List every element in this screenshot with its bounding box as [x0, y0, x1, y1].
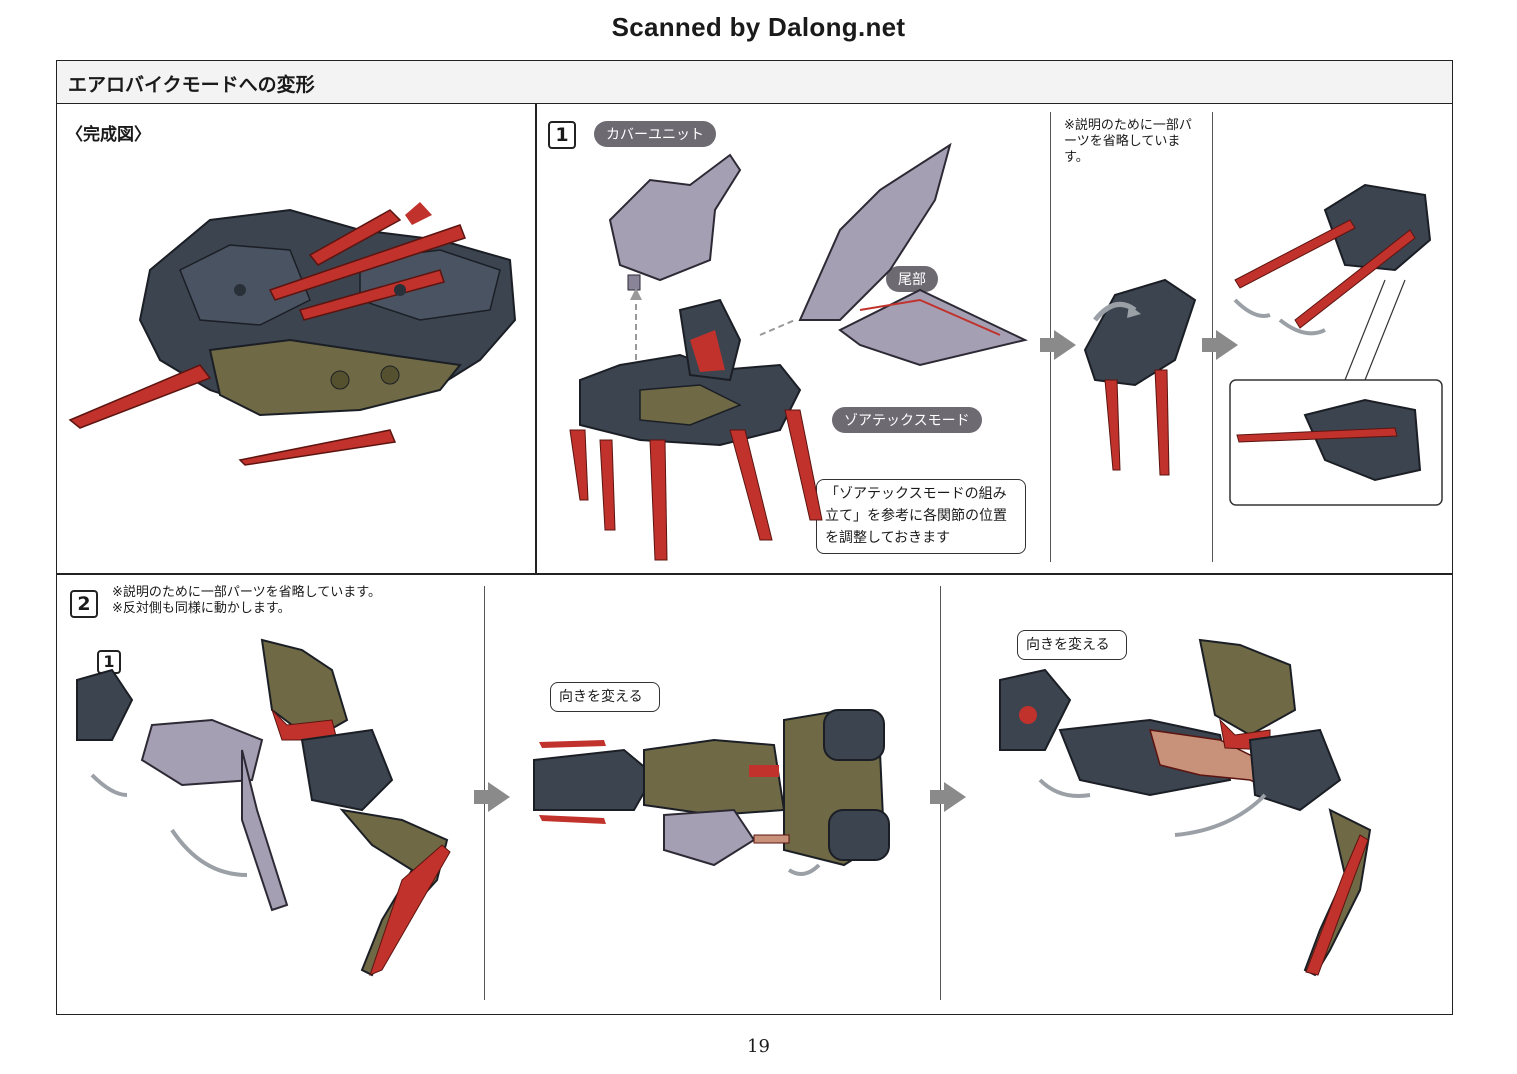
- page-number: 19: [747, 1036, 770, 1057]
- turn-around-callout-b: 向きを変える: [1017, 630, 1127, 660]
- step1-fold-illustration: [1229, 183, 1443, 506]
- completed-aerobike-illustration: [68, 202, 517, 466]
- step2-top-view-illustration: [533, 708, 890, 876]
- adjust-joints-callout: 「ゾアテックスモードの組み立て」を参考に各関節の位置を調整しておきます: [816, 479, 1026, 554]
- instruction-frame: [56, 60, 1453, 1015]
- divider-completed-step1: [535, 104, 537, 574]
- section-title-bar: [57, 61, 1452, 104]
- section-title: エアロバイクモードへの変形: [68, 74, 315, 96]
- divider-step1-sub-a: [1050, 112, 1051, 562]
- step2-leg-fold-illustration: [76, 638, 451, 977]
- cover-unit-label: カバーユニット: [594, 121, 716, 147]
- tail-label: 尾部: [886, 266, 938, 292]
- scan-credit: Scanned by Dalong.net: [611, 12, 906, 42]
- zoatex-mode-label: ゾアテックスモード: [832, 407, 982, 433]
- turn-around-callout-a: 向きを変える: [550, 682, 660, 712]
- step-2-number: 2: [70, 590, 98, 618]
- step1-disassembly-illustration: [569, 142, 1028, 561]
- step1-transform-arrow-a: [1040, 330, 1076, 360]
- step-1-number: 1: [548, 121, 576, 149]
- step2-omitted-parts-note: ※説明のために一部パーツを省略しています。: [112, 585, 381, 600]
- step1-rotate-illustration: [1083, 278, 1197, 476]
- step2-transform-arrow-a: [474, 782, 510, 812]
- step1-omitted-parts-note: ※説明のために一部パーツを省略しています。: [1064, 118, 1192, 165]
- divider-step1-sub-b: [1212, 112, 1213, 562]
- step2-leg-rotated-illustration: [999, 638, 1372, 977]
- divider-step1-step2: [57, 573, 1452, 575]
- completed-view-label: 〈完成図〉: [66, 125, 151, 145]
- step2-transform-arrow-b: [930, 782, 966, 812]
- step1-transform-arrow-b: [1202, 330, 1238, 360]
- step2-opposite-side-note: ※反対側も同様に動かします。: [112, 601, 291, 616]
